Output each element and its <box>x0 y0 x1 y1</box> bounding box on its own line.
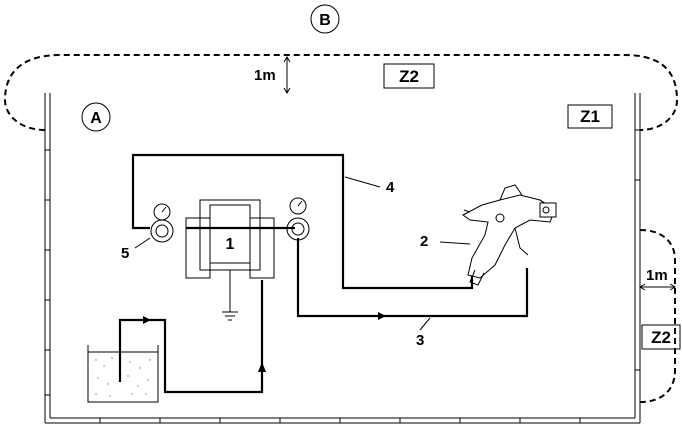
zone2-top-box <box>383 63 435 89</box>
area-b-circle <box>310 4 340 34</box>
air-hose <box>131 153 474 290</box>
pump-label: 1 <box>226 236 235 253</box>
area-b-label: B <box>319 12 331 29</box>
leader-spray-gun <box>439 241 471 245</box>
zone2-right-boundary <box>639 229 676 403</box>
supply-arrow-top <box>143 316 151 324</box>
regulator-right <box>286 197 310 241</box>
area-a-label: A <box>90 110 102 127</box>
distance-arrow-top <box>283 56 291 94</box>
air-hose-label: 4 <box>386 179 395 196</box>
zone1-label: Z1 <box>580 107 600 126</box>
area-a-circle <box>81 102 111 132</box>
zone2-top-boundary <box>3 54 679 131</box>
supply-arrow-right <box>258 362 266 372</box>
regulator-left <box>150 203 174 243</box>
distance-label-right: 1m <box>646 267 668 284</box>
supply-line <box>118 280 264 394</box>
distance-label-top: 1m <box>254 67 276 84</box>
spray-gun-label: 2 <box>420 233 428 250</box>
room-walls <box>44 93 641 424</box>
distance-arrow-right <box>639 283 676 291</box>
leader-fluid-hose <box>419 317 431 331</box>
fluid-hose-label: 3 <box>416 332 424 349</box>
fluid-container <box>87 345 159 403</box>
leader-air-hose <box>344 176 381 188</box>
zone2-right-box <box>641 324 681 350</box>
zone1-box <box>567 104 613 129</box>
fluid-hose <box>296 238 529 318</box>
pump <box>185 199 275 321</box>
spray-gun <box>462 184 557 286</box>
regulator-label: 5 <box>121 245 129 262</box>
zone2-top-label: Z2 <box>399 67 419 86</box>
fluid-hose-arrow <box>378 312 386 320</box>
leader-regulator <box>134 237 151 249</box>
zone2-right-label: Z2 <box>651 328 671 347</box>
